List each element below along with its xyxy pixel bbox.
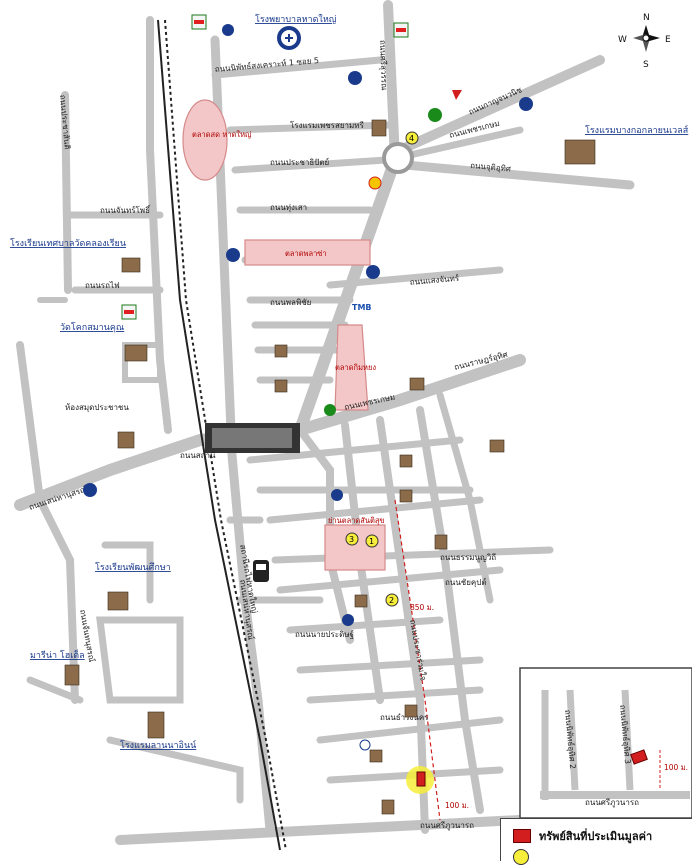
- label-road-prachathipat: ถนนประชาธิปัตย์: [270, 157, 329, 167]
- legend-row-marker: [513, 849, 537, 865]
- label-distance-100: 100 ม.: [445, 801, 469, 810]
- label-hotel3: โรงแรมเพชรสยามทรี: [290, 120, 365, 130]
- label-market2: ตลาดพลาซ่า: [285, 249, 327, 258]
- label-road-thamrong: ถนนธำรงนคร: [380, 713, 429, 722]
- target-property: [406, 766, 434, 794]
- compass-w: W: [618, 35, 627, 45]
- label-market1: ตลาดสด หาดใหญ่: [192, 130, 251, 139]
- inset-road-bottom: ถนนศรีภูวนารถ: [585, 798, 639, 808]
- label-market4: ย่านตลาดสันติสุข: [328, 516, 385, 525]
- label-distance-850: 850 ม.: [410, 603, 434, 612]
- fuel-icon: [359, 176, 382, 751]
- railway: [157, 19, 287, 851]
- kbank-icon: [324, 108, 442, 416]
- label-road-thungsao: ถนนทุ่งเสา: [270, 203, 307, 212]
- road-network: [14, 0, 635, 845]
- compass-s: S: [643, 60, 649, 70]
- label-road-thamnoonvithi: ถนนธรรมนูญวิถี: [440, 553, 496, 563]
- distance-line: [394, 499, 441, 821]
- property-swatch-icon: [513, 829, 531, 843]
- compass-e: E: [665, 35, 671, 45]
- label-road-siphuwanat: ถนนศรีภูวนารถ: [420, 821, 474, 831]
- roundabout: [382, 142, 414, 174]
- suzuki-icon: [452, 90, 462, 100]
- label-road-chaiyakul: ถนนชัยคุปต์: [445, 577, 487, 587]
- label-hall: ห้องสมุดประชาชน: [65, 403, 129, 412]
- hospital-icon: [277, 26, 301, 50]
- label-road-chanphot: ถนนจันทร์โพธิ์: [100, 204, 151, 215]
- label-road-sri: ถนนศรีสุวรรณ: [378, 40, 389, 91]
- label-road-juti: ถนนจุติอุทิศ: [470, 161, 511, 174]
- legend: ทรัพย์สินที่ประเมินมูลค่า: [500, 818, 692, 865]
- label-road-station: ถนนสถานี: [180, 451, 216, 460]
- marker-1: 1: [369, 537, 374, 546]
- label-road-rotfai: ถนนรถไฟ: [85, 281, 120, 290]
- compass-icon: N S E W: [618, 13, 671, 70]
- place-labels: โรงพยาบาลหาดใหญ่ โรงเรียนเทศบาลวัดคลองเร…: [10, 14, 689, 810]
- label-hotel1: มารีน่า โฮเต็ล: [30, 648, 85, 661]
- marker-2: 2: [389, 596, 394, 605]
- legend-label-property: ทรัพย์สินที่ประเมินมูลค่า: [539, 830, 653, 843]
- inset-distance: 100 ม.: [664, 763, 688, 772]
- label-road-pracha: ถนนประชาสันติ: [58, 94, 72, 149]
- hotel-icon: [64, 119, 596, 815]
- label-school1: โรงเรียนเทศบาลวัดคลองเรียน: [10, 238, 126, 249]
- marker-swatch-icon: [513, 849, 529, 865]
- label-temple: วัดโคกสมานคุณ: [60, 322, 124, 333]
- label-hotel-regency: โรงแรมบางกอกลายนเวลส์: [585, 124, 689, 136]
- label-hotel2: โรงแรมลานนาอินน์: [120, 739, 196, 751]
- label-school2: โรงเรียนพัฒนศึกษา: [95, 562, 171, 573]
- label-road-naipradit: ถนนนายประดิษฐ์: [295, 629, 354, 639]
- label-tmb: TMB: [352, 303, 372, 312]
- legend-row-property: ทรัพย์สินที่ประเมินมูลค่า: [513, 827, 652, 845]
- compass-n: N: [643, 13, 650, 23]
- bank-icon: [83, 24, 533, 626]
- label-hospital: โรงพยาบาลหาดใหญ่: [255, 14, 337, 25]
- marker-4: 4: [409, 134, 414, 143]
- label-road-pholpichai: ถนนพลพิชัย: [270, 298, 311, 307]
- map-icons: N S E W 4 3: [64, 13, 671, 815]
- rail-bridge-inner: [212, 428, 292, 448]
- label-road-seangchan: ถนนแสงจันทร์: [409, 273, 460, 287]
- inset-map: ถนนศรีภูวนารถ ถนนนิพัทธ์อุทิศ 2 ถนนนิพัท…: [519, 667, 692, 819]
- label-market3: ตลาดกิมหยง: [335, 363, 376, 372]
- train-icon: [253, 560, 269, 582]
- number-markers: 4 3 1 2: [345, 131, 419, 607]
- market-zones: [182, 99, 386, 571]
- seven-eleven-icon: [121, 14, 409, 320]
- marker-3: 3: [349, 535, 354, 544]
